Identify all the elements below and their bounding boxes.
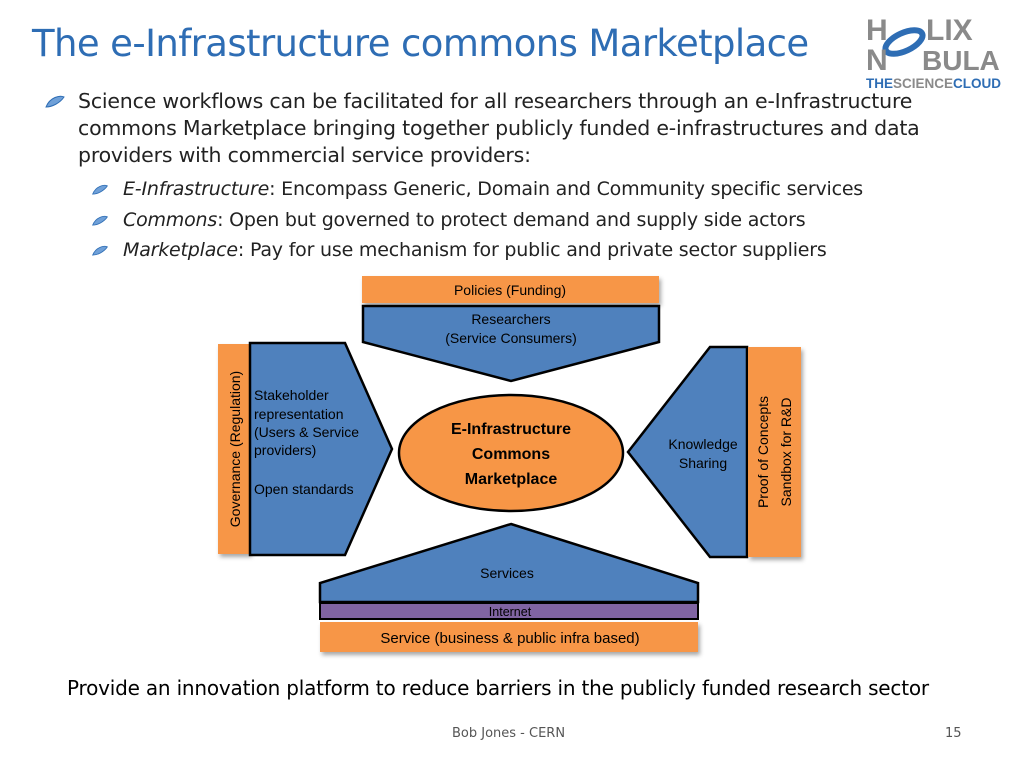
open-standards-label: Open standards [254, 481, 354, 497]
knowledge-shape [626, 345, 749, 559]
sub-bullet-einfrastructure: E-Infrastructure: Encompass Generic, Dom… [123, 178, 864, 200]
main-bullet-text: Science workflows can be facilitated for… [78, 89, 920, 167]
service-bar [320, 622, 698, 652]
service-bar-label: Service (business & public infra based) [380, 630, 639, 647]
logo-tag-science: SCIENCE [893, 76, 953, 91]
sub-bullet-leaf-icon [92, 215, 108, 226]
sub-bullet-leaf-icon [92, 245, 108, 256]
logo-tag-cloud: CLOUD [953, 76, 1001, 91]
footer-author: Bob Jones - CERN [452, 726, 566, 741]
sandbox-label: Sandbox for R&D [778, 398, 794, 507]
researchers-label: Researchers [471, 311, 550, 327]
logo-lix: LIX [926, 14, 973, 47]
footer-page-number: 15 [945, 726, 962, 741]
center-ellipse [397, 393, 625, 513]
center-line3: Marketplace [465, 471, 558, 488]
governance-label: Governance (Regulation) [227, 371, 243, 527]
stakeholder-line3: (Users & Service [254, 424, 359, 440]
stakeholder-line2: representation [254, 406, 344, 422]
logo-tagline: THESCIENCECLOUD [866, 76, 1001, 91]
helix-nebula-logo: H LIX N BULA THESCIENCECLOUD [866, 14, 1001, 91]
services-shape [318, 522, 700, 604]
logo-bula: BULA [922, 45, 1000, 76]
stakeholder-line4: providers) [254, 442, 316, 458]
researchers-shape [361, 304, 661, 383]
logo-tag-the: THE [866, 76, 893, 91]
logo-swoosh-icon [882, 27, 926, 57]
researchers-sublabel: (Service Consumers) [445, 330, 576, 346]
sub-bullet-marketplace: Marketplace: Pay for use mechanism for p… [123, 239, 827, 261]
proof-of-concepts-bar [748, 347, 801, 557]
policies-label: Policies (Funding) [454, 282, 566, 298]
logo-n: N [866, 44, 888, 77]
internet-label: Internet [489, 605, 532, 619]
stakeholder-shape [248, 341, 394, 557]
logo-h: H [866, 14, 888, 47]
slide-title: The e-Infrastructure commons Marketplace [32, 22, 809, 65]
sub-bullet-commons: Commons: Open but governed to protect de… [123, 209, 806, 231]
stakeholder-line1: Stakeholder [254, 387, 329, 403]
knowledge-line1: Knowledge [668, 436, 737, 452]
bottom-summary-text: Provide an innovation platform to reduce… [67, 676, 929, 700]
center-line1: E-Infrastructure [451, 421, 571, 438]
knowledge-line2: Sharing [679, 455, 727, 471]
bullet-leaf-icon [45, 95, 65, 108]
services-label: Services [480, 565, 534, 581]
center-line2: Commons [472, 446, 550, 463]
sub-bullet-leaf-icon [92, 184, 108, 195]
proof-of-concepts-label: Proof of Concepts [755, 396, 771, 508]
policies-bar [362, 276, 659, 303]
internet-bar [319, 602, 699, 620]
governance-bar [218, 344, 250, 554]
